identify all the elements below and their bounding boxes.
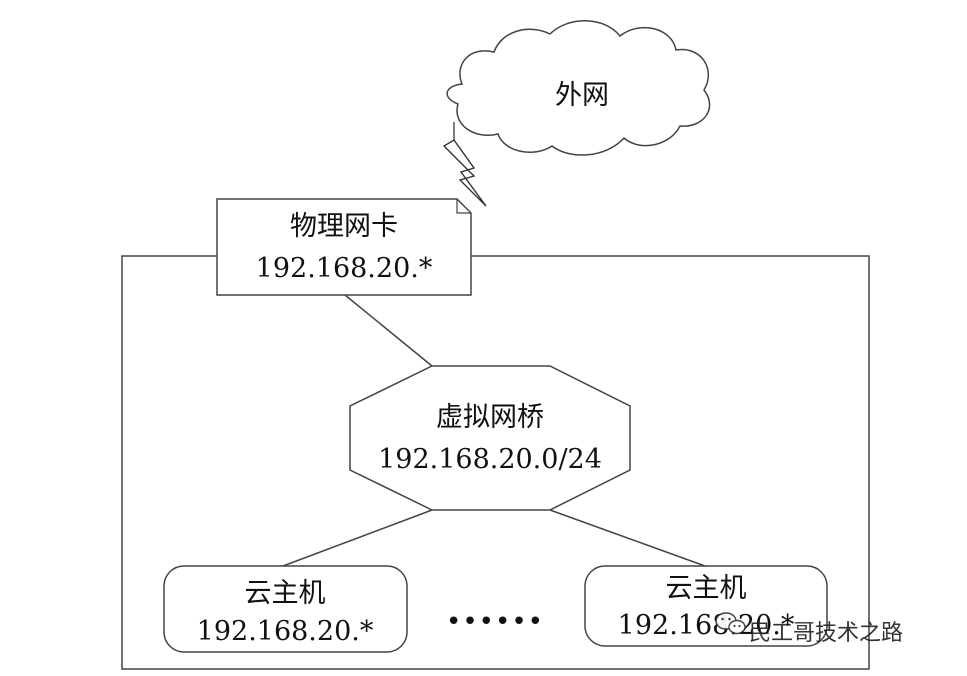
host-2-box bbox=[584, 565, 828, 647]
host-1-box bbox=[163, 565, 408, 653]
cloud-host-2: 云主机 192.168.20.* bbox=[584, 565, 828, 647]
cloud-shape bbox=[446, 20, 711, 156]
host-2-name: 云主机 bbox=[666, 573, 747, 604]
watermark: 民工哥技术之路 bbox=[715, 612, 903, 646]
cloud-host-1: 云主机 192.168.20.* bbox=[163, 565, 408, 653]
physical-nic-node: 物理网卡 192.168.20.* bbox=[216, 198, 472, 296]
bridge-octagon bbox=[349, 365, 631, 511]
host-2-ip: 192.168.20.* bbox=[618, 610, 795, 641]
internet-cloud: 外网 bbox=[446, 20, 711, 156]
more-hosts-ellipsis: •••••• bbox=[446, 607, 544, 637]
virtual-bridge-node: 虚拟网桥 192.168.20.0/24 bbox=[349, 365, 631, 511]
bridge-to-host2-line bbox=[549, 509, 706, 567]
host-1-name: 云主机 bbox=[245, 578, 326, 609]
internet-label: 外网 bbox=[555, 80, 609, 111]
nic-name: 物理网卡 bbox=[290, 211, 398, 242]
nic-fold-corner bbox=[456, 199, 471, 214]
bridge-subnet: 192.168.20.0/24 bbox=[378, 444, 602, 475]
nic-ip: 192.168.20.* bbox=[256, 253, 433, 284]
bridge-name: 虚拟网桥 bbox=[436, 402, 544, 433]
bridge-to-host1-line bbox=[282, 509, 433, 567]
nic-card-shape bbox=[216, 198, 472, 296]
wechat-icon bbox=[715, 612, 746, 635]
host-boundary bbox=[121, 255, 870, 670]
wan-lightning-icon bbox=[442, 139, 487, 207]
watermark-text: 民工哥技术之路 bbox=[749, 621, 903, 646]
nic-to-bridge-line bbox=[344, 294, 433, 367]
host-1-ip: 192.168.20.* bbox=[197, 616, 374, 647]
